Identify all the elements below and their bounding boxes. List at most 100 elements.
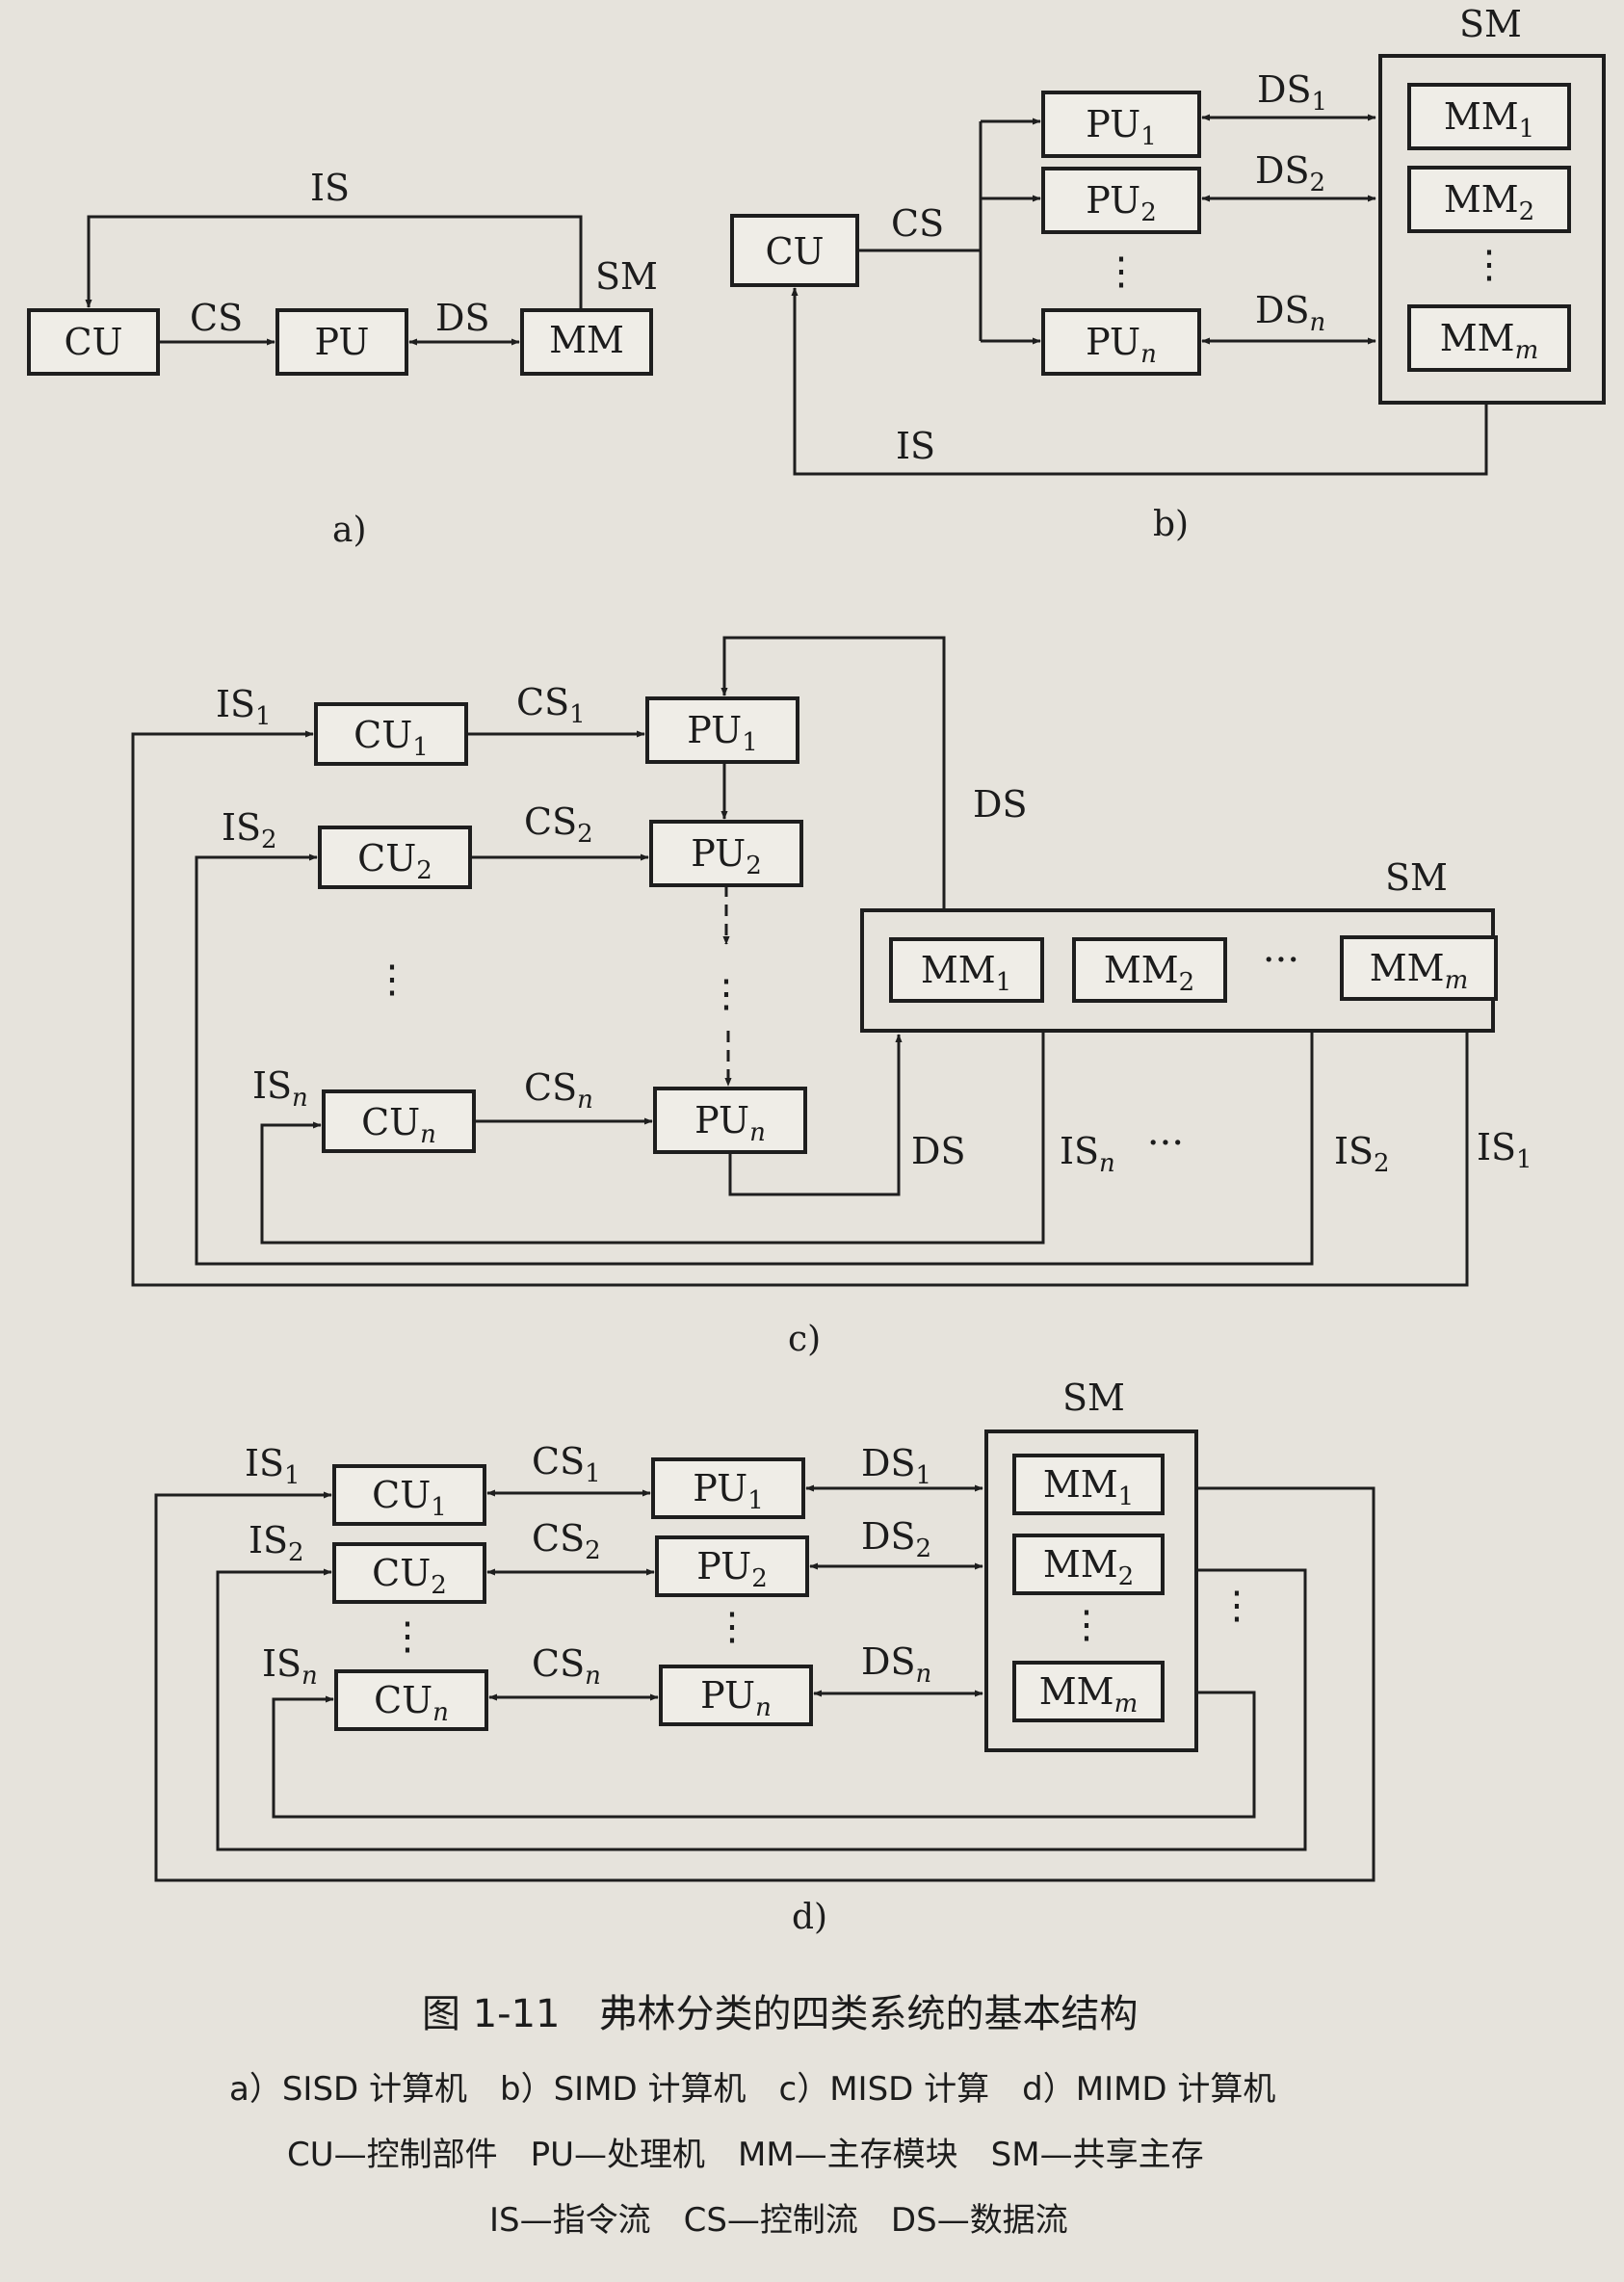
d-cun-label: CUn xyxy=(374,1679,449,1727)
d-caption: d) xyxy=(792,1898,827,1937)
d-cu2-box xyxy=(332,1542,486,1604)
panel-c: CU1 CU2 ⋮ CUn PU1 PU2 PUn CS1 CS2 CSn ⋮ … xyxy=(131,636,1532,1359)
c-is1-bottom-label: IS1 xyxy=(1477,1126,1532,1174)
d-mm1-label: MM1 xyxy=(1043,1463,1134,1511)
b-mmm-box xyxy=(1407,304,1571,372)
c-pu2-box xyxy=(649,820,803,887)
c-is2-bottom-label: IS2 xyxy=(1334,1130,1390,1178)
c-is-bottom-ellipsis: ··· xyxy=(1147,1121,1184,1166)
d-ds2-label: DS2 xyxy=(861,1515,931,1563)
d-sm-box xyxy=(984,1430,1198,1752)
d-isn-arrow xyxy=(272,1691,1256,1819)
c-caption: c) xyxy=(788,1320,821,1359)
b-pu1-box xyxy=(1041,91,1201,158)
c-isn-left-label: ISn xyxy=(252,1064,308,1113)
c-csn-label: CSn xyxy=(524,1066,593,1115)
d-pu1-label: PU1 xyxy=(693,1467,763,1515)
c-cu1-box xyxy=(314,702,468,766)
b-cu-label: CU xyxy=(765,230,824,273)
d-cun-box xyxy=(334,1669,488,1731)
c-is1-arrow xyxy=(131,730,1469,1287)
b-is-label: IS xyxy=(896,425,935,467)
c-pun-label: PUn xyxy=(694,1099,766,1147)
legend-line-3: IS—指令流 CS—控制流 DS—数据流 xyxy=(489,2201,1068,2240)
c-pu1-label: PU1 xyxy=(687,709,757,757)
b-pu2-label: PU2 xyxy=(1086,179,1156,227)
d-cu1-label: CU1 xyxy=(372,1474,447,1522)
b-mm-ellipsis: ⋮ xyxy=(1470,243,1508,287)
d-pu2-box xyxy=(655,1535,809,1597)
a-mm-box xyxy=(520,308,653,376)
d-mm2-box xyxy=(1012,1534,1165,1595)
d-ds1-label: DS1 xyxy=(861,1442,931,1490)
c-ds-bottom-label: DS xyxy=(911,1130,966,1172)
a-cu-box xyxy=(27,308,160,376)
c-sm-label: SM xyxy=(1385,856,1448,899)
b-cu-box xyxy=(730,214,859,287)
c-mm1-box xyxy=(889,937,1044,1003)
a-is-arrow xyxy=(85,215,583,310)
d-side-ellipsis: ⋮ xyxy=(1218,1584,1256,1628)
c-cu2-label: CU2 xyxy=(357,837,432,885)
b-pu2-box xyxy=(1041,167,1201,234)
d-cu2-label: CU2 xyxy=(372,1552,447,1600)
d-cu1-box xyxy=(332,1464,486,1526)
a-cu-label: CU xyxy=(64,321,122,363)
d-is1-label: IS1 xyxy=(245,1442,301,1490)
d-mm1-box xyxy=(1012,1454,1165,1515)
legend-line-1: a）SISD 计算机 b）SIMD 计算机 c）MISD 计算 d）MIMD 计… xyxy=(229,2070,1275,2109)
b-pu1-label: PU1 xyxy=(1086,103,1156,151)
a-pu-box xyxy=(275,308,408,376)
c-is2-left-label: IS2 xyxy=(222,806,277,854)
d-mm2-label: MM2 xyxy=(1043,1543,1134,1591)
c-cu-ellipsis: ⋮ xyxy=(373,957,411,1002)
c-cu1-label: CU1 xyxy=(354,714,429,762)
d-pu-ellipsis: ⋮ xyxy=(713,1605,751,1649)
d-pun-box xyxy=(659,1665,813,1726)
c-mmm-label: MMm xyxy=(1370,947,1468,995)
b-dsn-label: DSn xyxy=(1255,289,1325,337)
c-ds-top-label: DS xyxy=(973,783,1028,826)
c-ds-top-arrow xyxy=(720,636,946,910)
c-cs1-label: CS1 xyxy=(516,681,586,729)
c-is1-left-label: IS1 xyxy=(216,683,272,731)
a-ds-label: DS xyxy=(435,297,490,339)
c-mm2-label: MM2 xyxy=(1104,949,1194,997)
d-pu2-label: PU2 xyxy=(696,1545,767,1593)
c-mm1-label: MM1 xyxy=(921,949,1011,997)
d-mmm-label: MMm xyxy=(1039,1670,1138,1718)
b-is-arrow xyxy=(791,287,1488,476)
a-is-label: IS xyxy=(310,167,350,209)
b-pun-label: PUn xyxy=(1086,321,1157,369)
d-csn-label: CSn xyxy=(532,1642,601,1691)
a-pu-label: PU xyxy=(315,321,370,363)
d-mm-ellipsis: ⋮ xyxy=(1067,1603,1106,1647)
b-mm1-box xyxy=(1407,83,1571,150)
b-mmm-label: MMm xyxy=(1440,317,1538,365)
c-pu1-box xyxy=(645,696,799,764)
c-pu2-label: PU2 xyxy=(691,832,761,880)
d-cs2-label: CS2 xyxy=(532,1517,601,1565)
c-cs2-label: CS2 xyxy=(524,800,593,849)
d-pun-label: PUn xyxy=(700,1674,772,1722)
figure-title: 图 1-11 弗林分类的四类系统的基本结构 xyxy=(422,1992,1139,2036)
d-is1-arrow xyxy=(154,1486,1375,1882)
c-isn-bottom-label: ISn xyxy=(1060,1130,1115,1178)
d-cs1-label: CS1 xyxy=(532,1440,601,1488)
d-pu1-box xyxy=(651,1457,805,1519)
c-mmm-box xyxy=(1340,935,1498,1001)
b-sm-label: SM xyxy=(1459,3,1522,45)
c-cun-label: CUn xyxy=(361,1101,436,1149)
a-sm-label: SM xyxy=(595,255,658,298)
b-cs-label: CS xyxy=(891,202,944,245)
d-is2-label: IS2 xyxy=(249,1519,304,1567)
d-is2-arrow xyxy=(216,1568,1307,1851)
c-isn-arrow xyxy=(260,1031,1045,1245)
b-sm-box xyxy=(1378,54,1606,405)
panel-a: CU PU MM SM IS CS DS a) xyxy=(27,167,658,550)
b-pun-box xyxy=(1041,308,1201,376)
c-mm-ellipsis: ··· xyxy=(1263,938,1299,983)
d-sm-label: SM xyxy=(1062,1377,1125,1419)
